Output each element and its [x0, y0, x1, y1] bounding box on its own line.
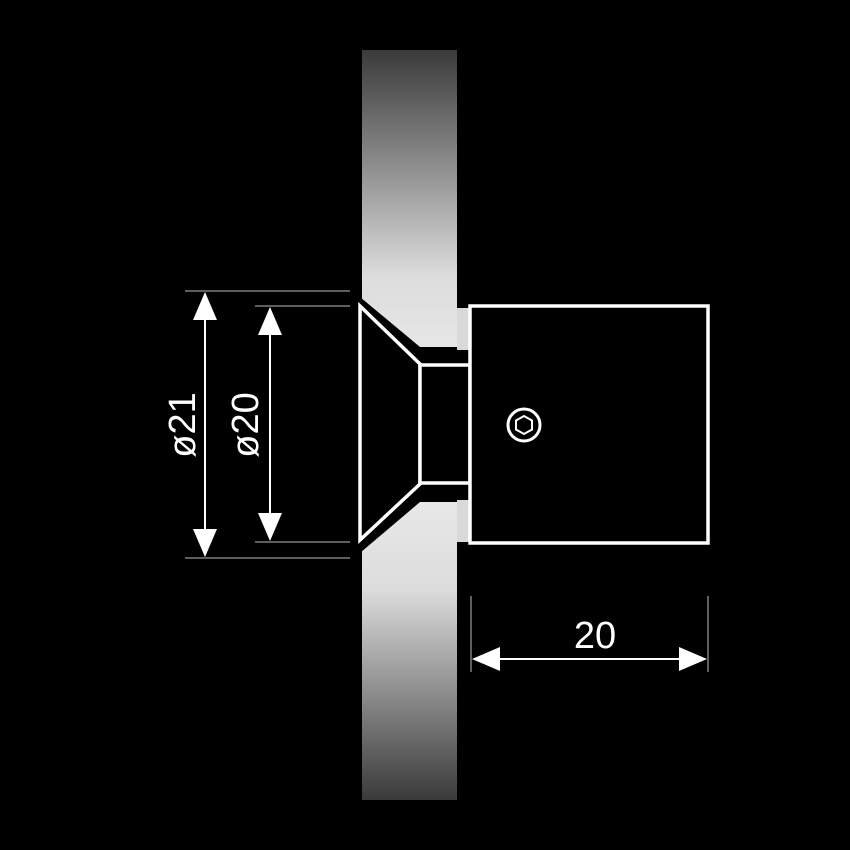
cylinder-body — [468, 304, 710, 545]
inner-diameter-label: ø20 — [225, 392, 267, 457]
outer-diameter-label: ø21 — [162, 392, 204, 457]
dimension-length — [472, 647, 707, 671]
spacer-ring-top — [457, 308, 469, 350]
dimension-inner-diameter — [258, 307, 282, 541]
hex-socket-icon — [506, 407, 542, 443]
spacer-ring-bottom — [457, 500, 469, 542]
length-label: 20 — [574, 615, 616, 657]
bolt-shank — [418, 363, 472, 485]
dimension-outer-diameter — [193, 292, 217, 557]
